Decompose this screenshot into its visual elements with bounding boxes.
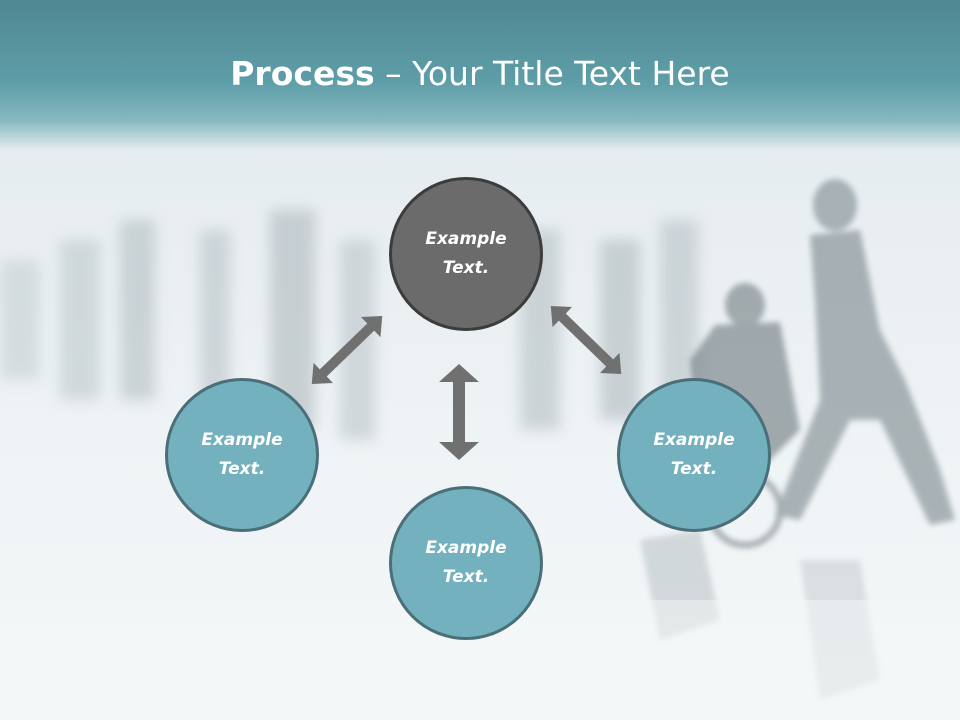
node-right-label: Example Text. xyxy=(653,430,735,479)
node-left-label: Example Text. xyxy=(201,430,283,479)
node-right[interactable]: Example Text. xyxy=(617,378,771,532)
arrow-top-right xyxy=(550,305,622,375)
slide-title: Process – Your Title Text Here xyxy=(0,52,960,96)
node-left[interactable]: Example Text. xyxy=(165,378,319,532)
node-bottom[interactable]: Example Text. xyxy=(389,486,543,640)
node-bottom-label: Example Text. xyxy=(425,538,507,587)
node-top-label: Example Text. xyxy=(425,229,507,278)
title-bold: Process xyxy=(230,54,375,93)
title-rest: – Your Title Text Here xyxy=(374,54,730,93)
title-bar xyxy=(0,0,960,150)
node-top[interactable]: Example Text. xyxy=(389,177,543,331)
arrow-top-left xyxy=(311,315,383,385)
arrow-vertical xyxy=(439,364,479,460)
